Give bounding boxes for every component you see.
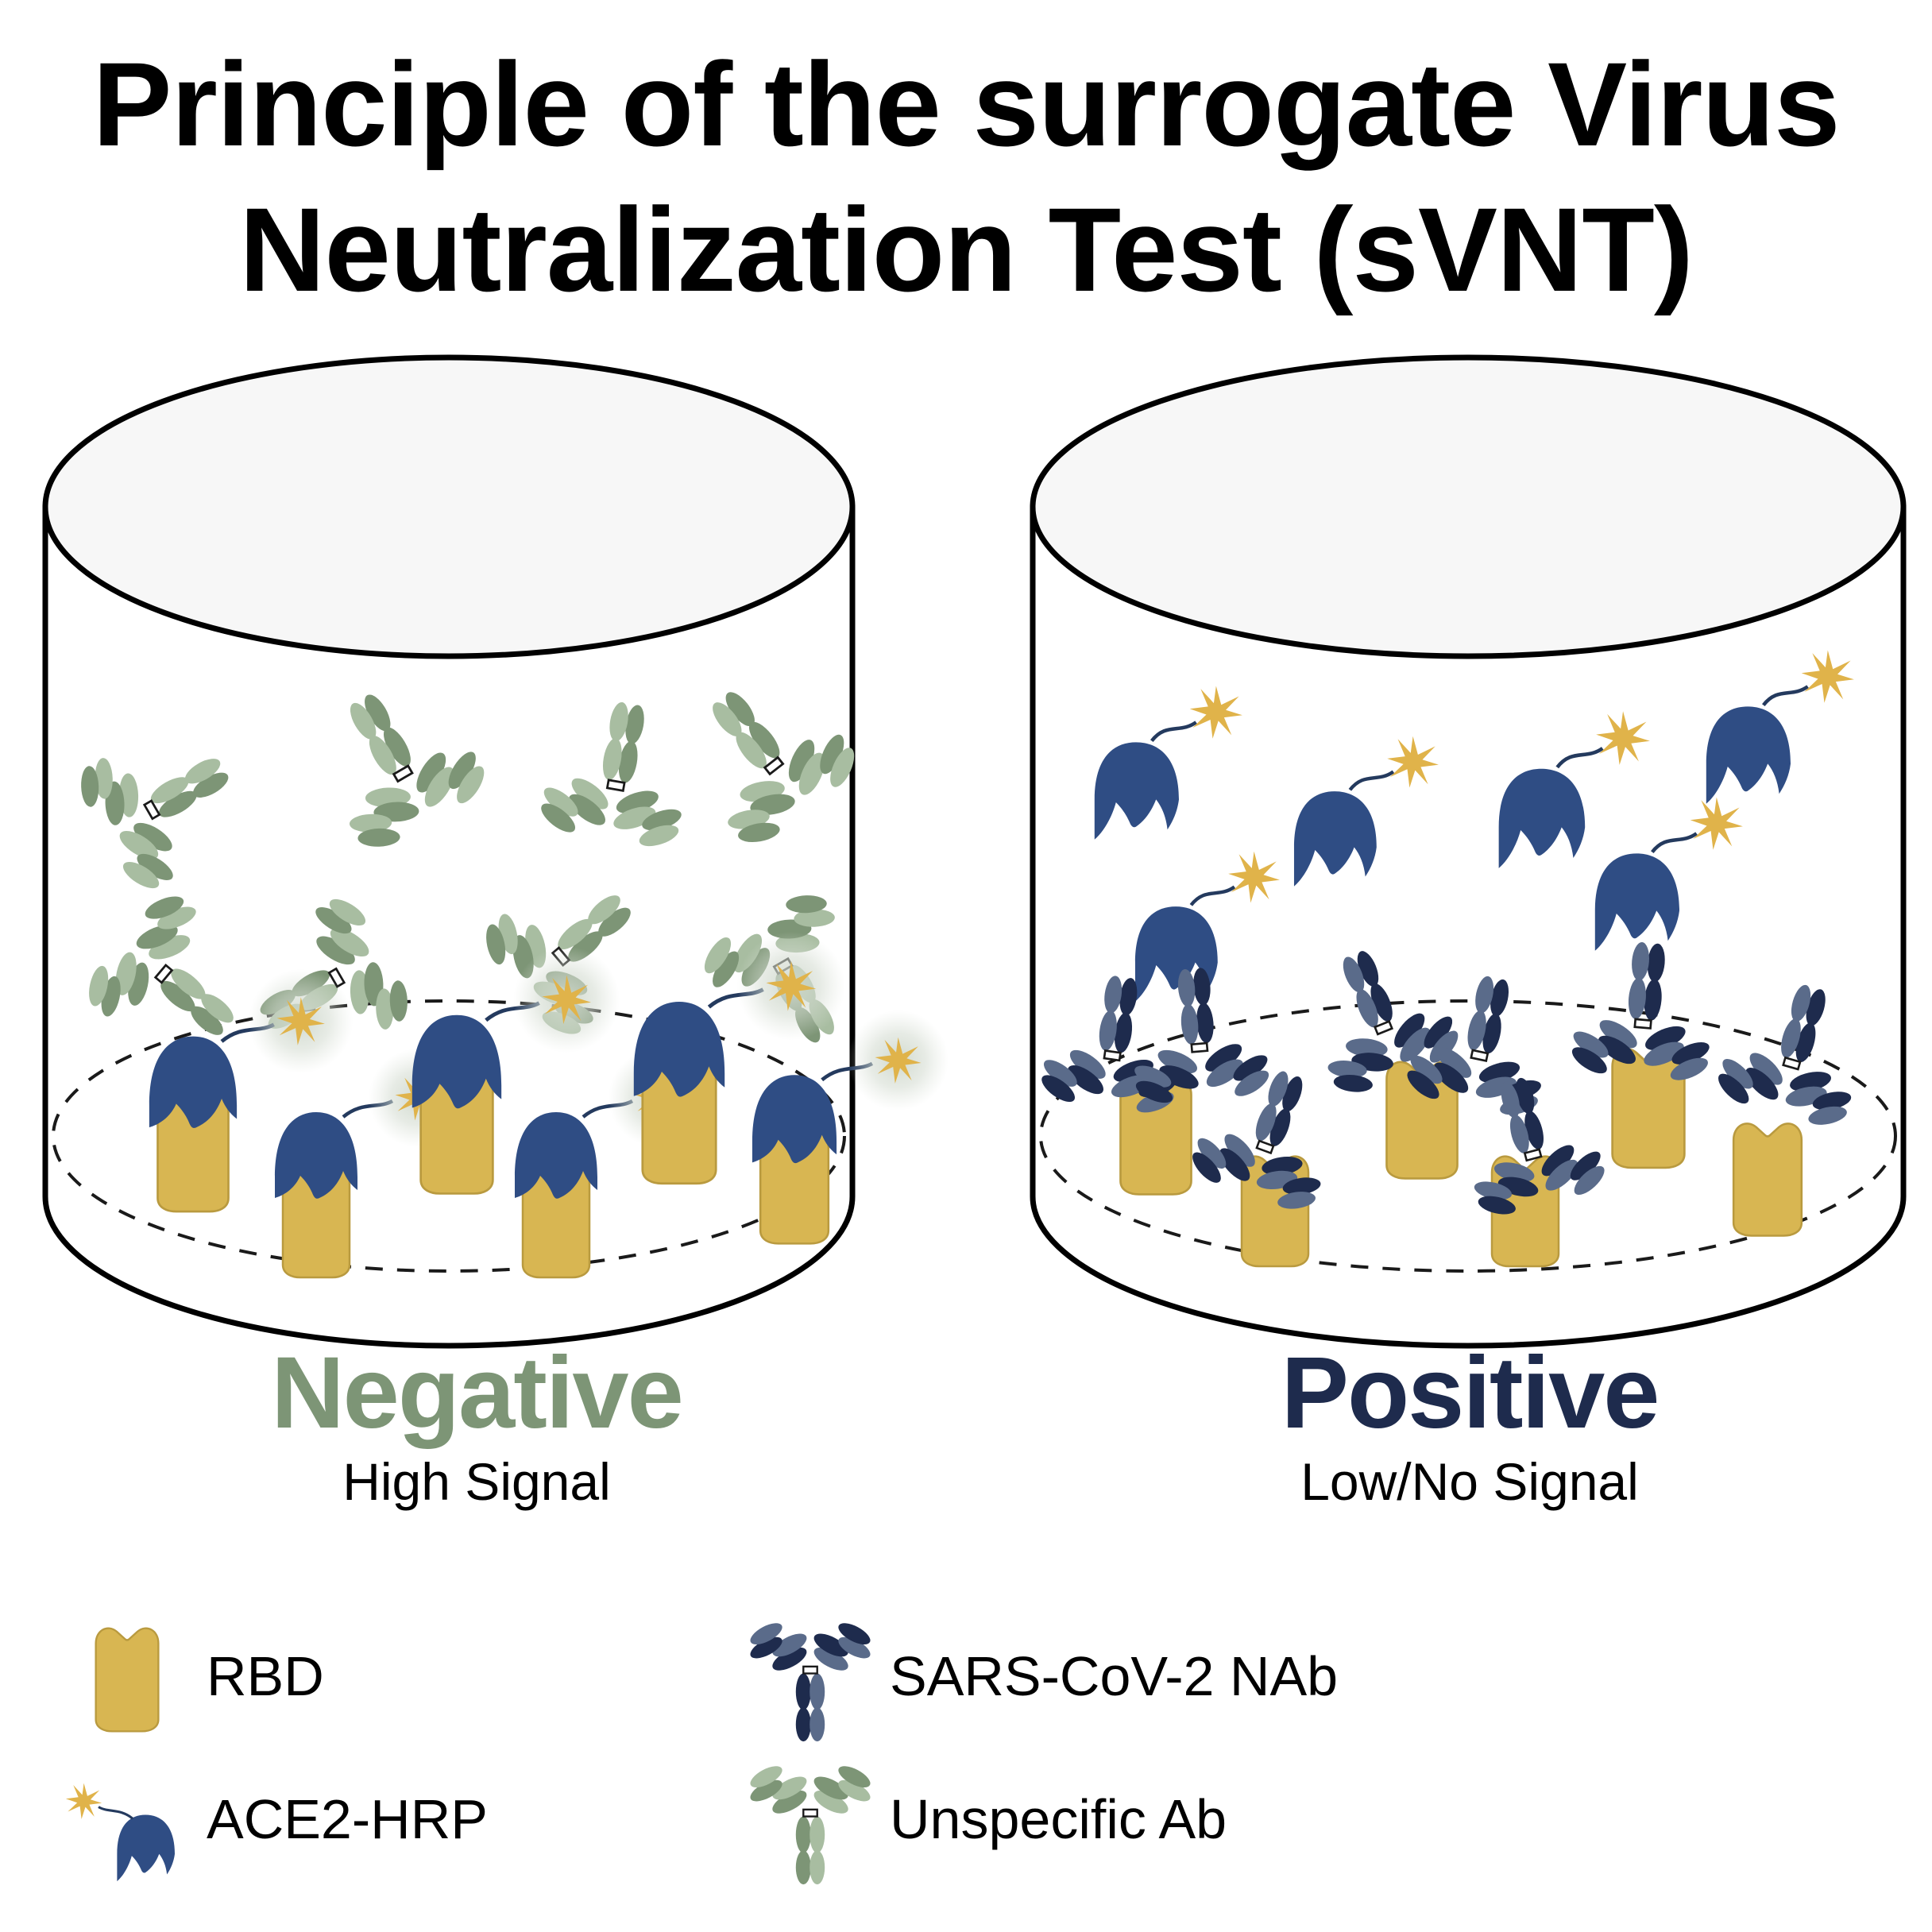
rbd-icon: [48, 1609, 207, 1744]
legend-item-unspecific-ab: Unspecific Ab: [731, 1752, 1414, 1887]
legend-label-unspecific-ab: Unspecific Ab: [890, 1788, 1227, 1850]
legend-row: RBD SARS-CoV-2 NAb: [48, 1605, 1636, 1748]
nab-antibody-icon: [731, 1609, 890, 1744]
signal-negative: High Signal: [342, 1452, 611, 1511]
legend-label-rbd: RBD: [207, 1645, 324, 1707]
rbd: [1611, 1048, 1686, 1169]
plate-surface-line-positive: [1039, 999, 1897, 1273]
legend-item-rbd: RBD: [48, 1609, 731, 1744]
legend-item-nab: SARS-CoV-2 NAb: [731, 1609, 1414, 1744]
legend-row: ACE2-HRP Unspecific Ab: [48, 1748, 1636, 1891]
figure-title: Principle of the surrogate Virus Neutral…: [0, 32, 1932, 323]
legend-label-ace2-hrp: ACE2-HRP: [207, 1788, 488, 1850]
legend: RBD SARS-CoV-2 NAb: [48, 1605, 1636, 1891]
title-line-1: Principle of the surrogate Virus: [92, 37, 1840, 171]
cylinder-body-positive: [1030, 507, 1907, 1349]
positive-result-label: Positive Low/No Signal: [1025, 1343, 1915, 1515]
positive-well-panel: [1030, 354, 1907, 1349]
legend-label-nab: SARS-CoV-2 NAb: [890, 1645, 1339, 1707]
ace2-hrp-icon: [48, 1752, 207, 1887]
plate-surface-line-negative: [52, 999, 846, 1273]
unspecific-ab-icon: [731, 1752, 890, 1887]
negative-result-label: Negative High Signal: [32, 1343, 922, 1515]
rbd: [1732, 1122, 1803, 1237]
cylinder-top-positive: [1030, 354, 1907, 659]
signal-positive: Low/No Signal: [1300, 1452, 1639, 1511]
negative-well-panel: [42, 354, 949, 1349]
verdict-negative: Negative: [271, 1336, 684, 1450]
title-line-2: Neutralization Test (sVNT): [239, 183, 1694, 316]
verdict-positive: Positive: [1281, 1336, 1660, 1450]
cylinder-top-negative: [42, 354, 856, 659]
legend-item-ace2-hrp: ACE2-HRP: [48, 1752, 731, 1887]
